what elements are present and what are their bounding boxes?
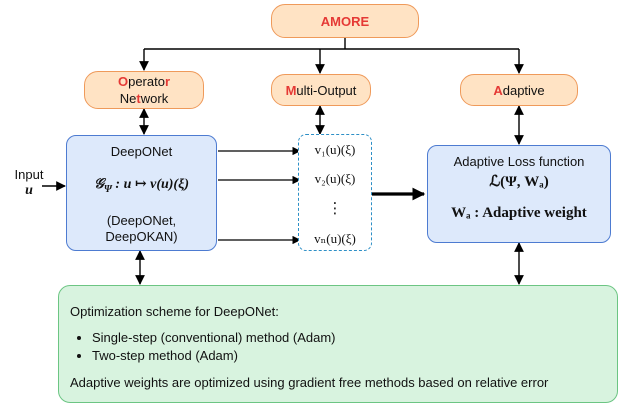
adaptive-loss-box: Adaptive Loss function ℒ(Ψ, Wₐ) Wₐ : Ada…	[427, 145, 611, 243]
operator-network-line1: Operator	[117, 74, 171, 89]
input-label: Input u	[12, 167, 46, 199]
operator-mapping: 𝒢Ψ : u ↦ v(u)(ξ)	[93, 177, 190, 195]
outputs-box: v₁(u)(ξ) v₂(u)(ξ) ⋮ vₙ(u)(ξ)	[298, 134, 372, 251]
output-v1: v₁(u)(ξ)	[314, 142, 356, 157]
adaptive-weight-label: Wₐ : Adaptive weight	[451, 205, 587, 221]
operator-network-line2: Network	[119, 91, 169, 106]
adaptive-loss-title: Adaptive Loss function	[453, 154, 585, 169]
deeponet-box: DeepONet 𝒢Ψ : u ↦ v(u)(ξ) (DeepONet, Dee…	[66, 135, 217, 251]
deeponet-variants: (DeepONet, DeepOKAN)	[105, 213, 178, 244]
optimization-box: Optimization scheme for DeepONet: Single…	[58, 285, 618, 403]
list-item: Two-step method (Adam)	[92, 347, 617, 365]
amore-title-box: AMORE	[271, 4, 419, 38]
deeponet-title: DeepONet	[110, 144, 173, 159]
loss-expression: ℒ(Ψ, Wₐ)	[489, 174, 549, 190]
input-symbol: u	[25, 183, 33, 198]
output-v2: v₂(u)(ξ)	[314, 171, 356, 186]
output-dots: ⋮	[327, 200, 343, 217]
optimization-title: Optimization scheme for DeepONet:	[70, 304, 279, 319]
amore-title: AMORE	[320, 13, 370, 29]
list-item: Single-step (conventional) method (Adam)	[92, 329, 617, 347]
optimization-footer: Adaptive weights are optimized using gra…	[70, 375, 549, 390]
output-vn: vₙ(u)(ξ)	[314, 231, 356, 246]
optimization-methods-list: Single-step (conventional) method (Adam)…	[70, 329, 617, 365]
operator-network-tag: Operator Network	[84, 71, 204, 109]
